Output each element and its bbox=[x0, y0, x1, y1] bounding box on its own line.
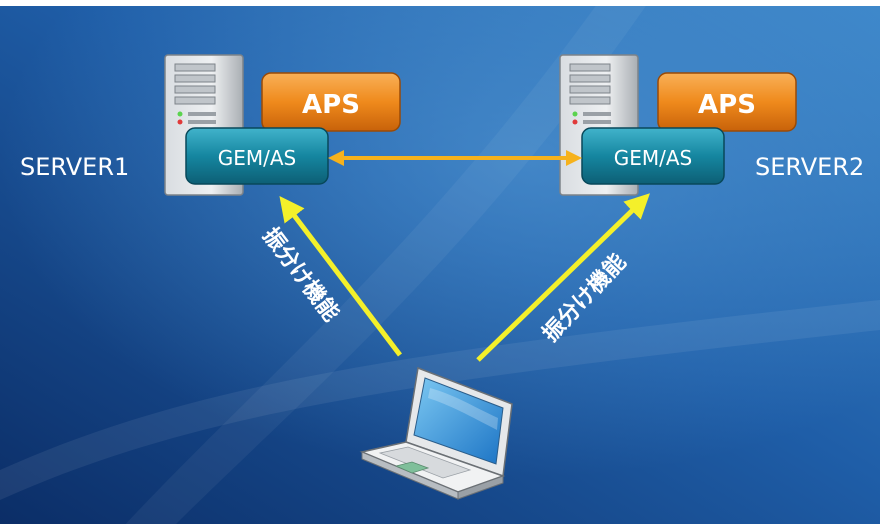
left-distribution-arrow bbox=[279, 196, 402, 357]
server2-gem-label: GEM/AS bbox=[614, 146, 693, 170]
background-swoosh bbox=[0, 300, 880, 500]
server2-aps-box: APS bbox=[657, 72, 797, 132]
server1-gem-box: GEM/AS bbox=[185, 127, 329, 185]
server1-label: SERVER1 bbox=[20, 153, 129, 181]
server1-aps-label: APS bbox=[302, 90, 360, 120]
server1-gem-label: GEM/AS bbox=[218, 146, 297, 170]
server2-gem-box: GEM/AS bbox=[581, 127, 725, 185]
laptop-icon bbox=[359, 366, 513, 500]
server1-aps-box: APS bbox=[261, 72, 401, 132]
background-streak bbox=[120, 0, 650, 530]
server2-aps-label: APS bbox=[698, 90, 756, 120]
right-distribution-arrow bbox=[476, 193, 650, 362]
top-border bbox=[0, 0, 880, 6]
server2-label: SERVER2 bbox=[755, 153, 864, 181]
bottom-border bbox=[0, 524, 880, 530]
